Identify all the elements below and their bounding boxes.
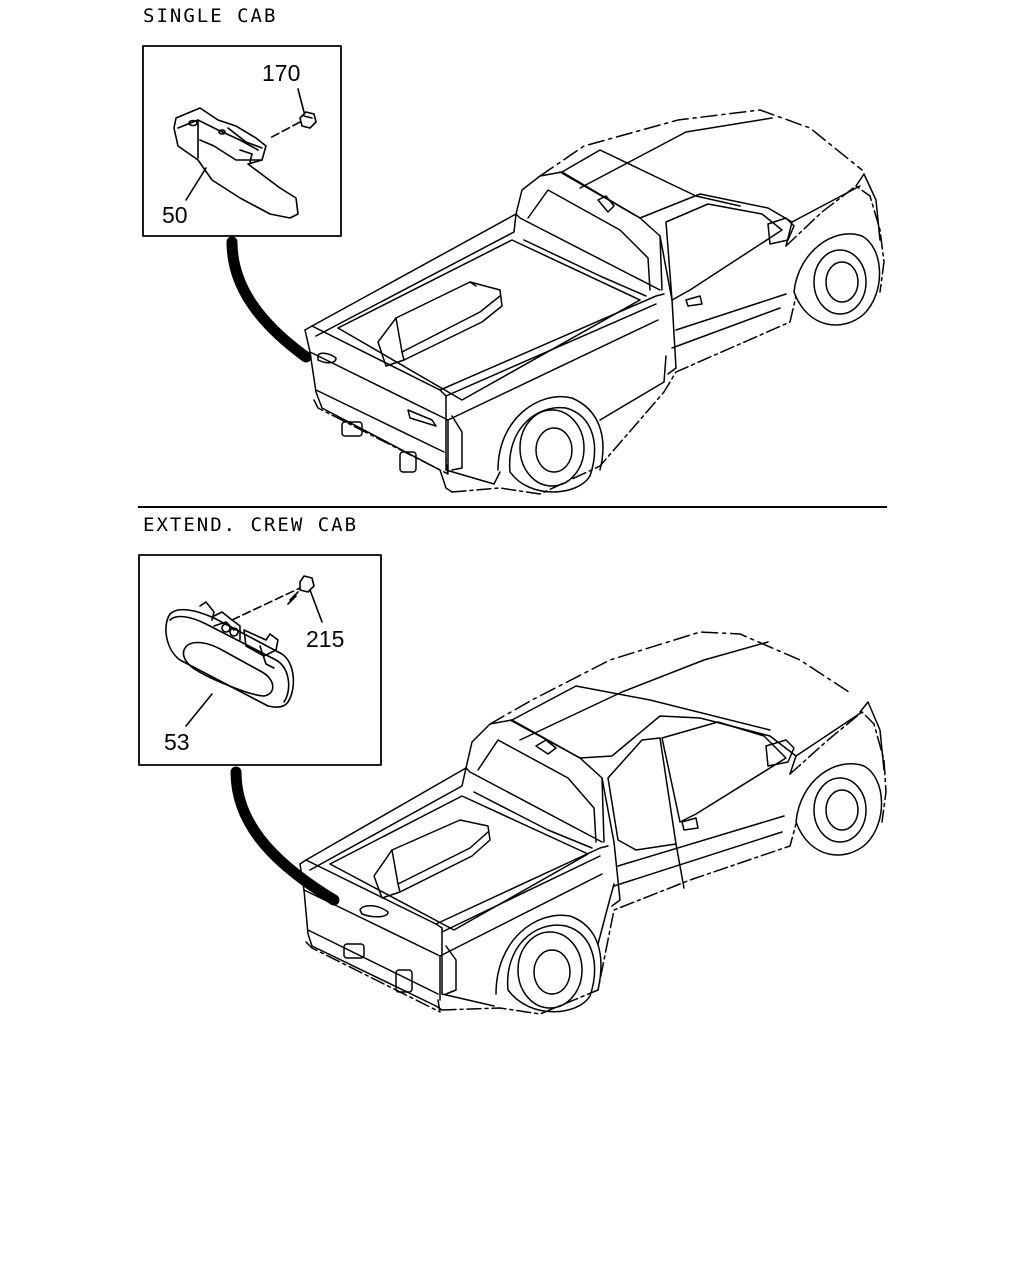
arrow-extend-crew-cab: [230, 766, 340, 906]
callout-170: 170: [262, 60, 301, 86]
arrow-single-cab: [226, 236, 312, 363]
callout-53: 53: [164, 729, 190, 755]
pickup-single-cab: [304, 109, 885, 495]
pickup-extend-crew-cab: [299, 631, 887, 1015]
inset-box-extend-crew-cab: [138, 554, 382, 766]
inset-box-single-cab: [142, 45, 342, 237]
section-divider: [138, 506, 887, 508]
screw-part-215: [287, 575, 323, 623]
callout-215: 215: [306, 626, 345, 652]
section-title-single-cab: SINGLE CAB: [143, 5, 278, 27]
section-title-extend-crew-cab: EXTEND. CREW CAB: [143, 514, 359, 536]
tailgate-handle-part-50: [173, 107, 299, 219]
leader-53: [185, 693, 213, 727]
tailgate-handle-part-53: [165, 587, 301, 708]
callout-50: 50: [162, 202, 188, 228]
bolt-part-170: [269, 88, 317, 139]
leader-50: [185, 167, 207, 201]
